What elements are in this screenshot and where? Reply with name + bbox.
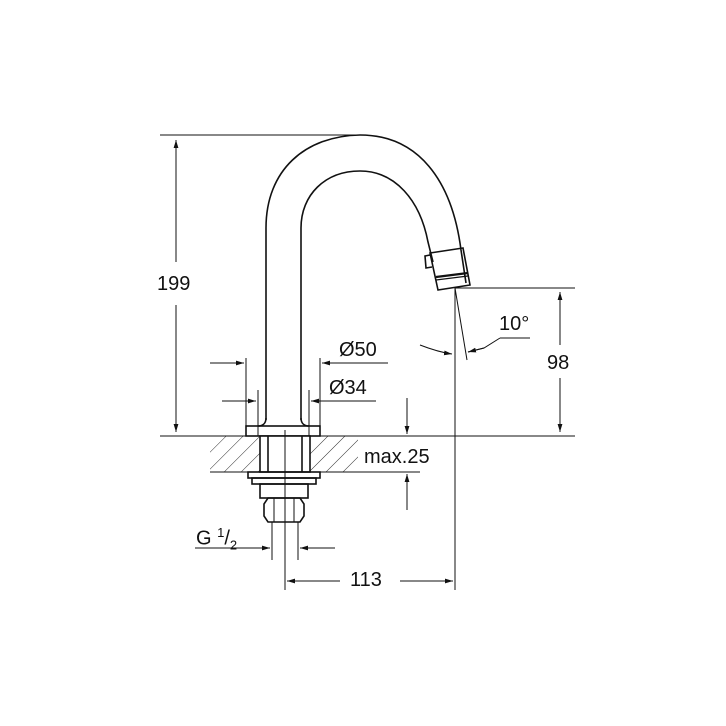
base-diameter-label: Ø50	[339, 339, 377, 361]
countertop-section	[210, 436, 358, 473]
thread-denominator: 2	[229, 537, 238, 553]
mounting-shank	[247, 430, 321, 590]
max-thickness-label: max.25	[364, 446, 430, 468]
thread-prefix: G	[196, 527, 212, 550]
thread-numerator: 1	[217, 525, 225, 540]
thread-separator: /	[224, 527, 230, 550]
spout-height-label: 98	[547, 352, 570, 374]
thread-size-label: G 1/2	[196, 526, 237, 552]
body-diameter-label: Ø34	[329, 377, 367, 399]
spout-reach-label: 113	[350, 569, 382, 591]
faucet-body	[245, 134, 471, 437]
spout-angle-label: 10°	[499, 313, 530, 335]
total-height-label: 199	[157, 273, 191, 295]
